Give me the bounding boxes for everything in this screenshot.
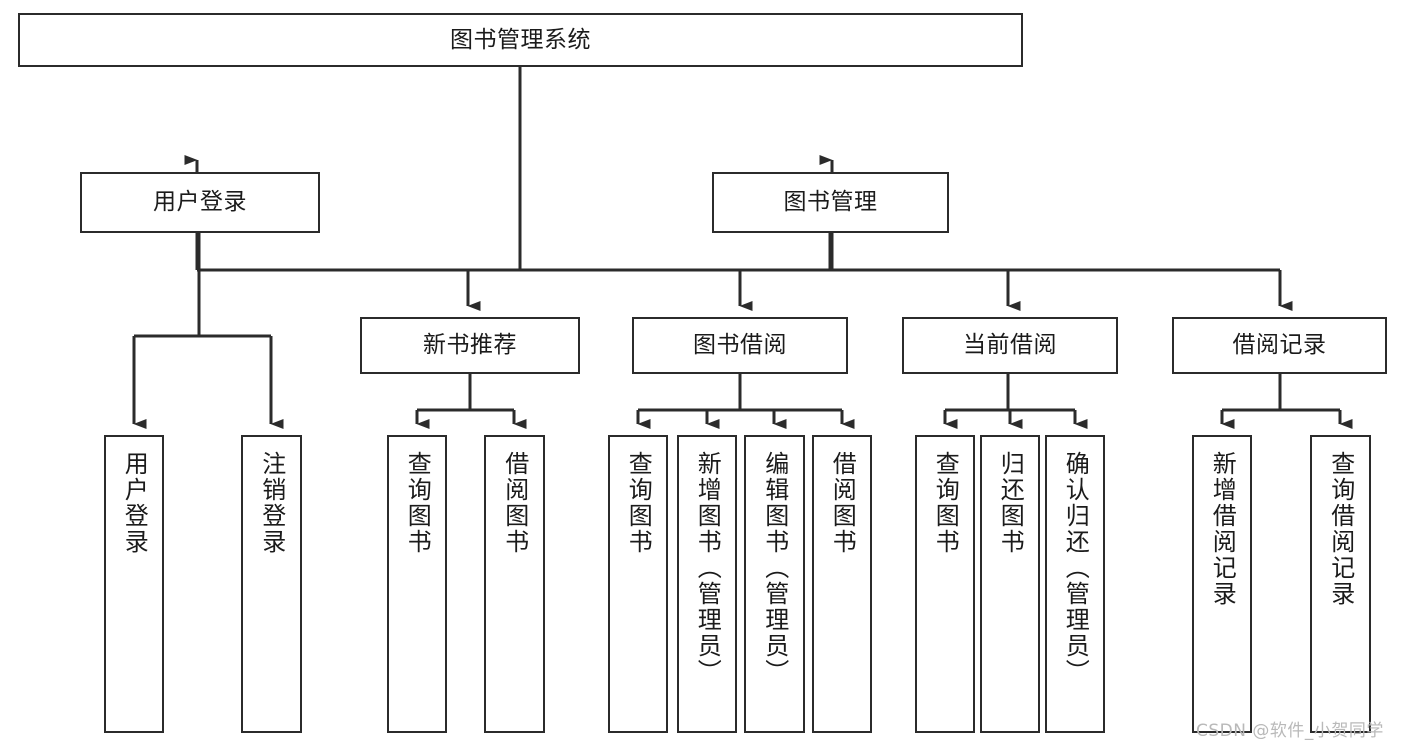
- csdn-watermark: CSDN @软件_小贺同学: [1196, 721, 1384, 741]
- leaf-query-book-current-label: 查询图书: [931, 451, 960, 555]
- leaf-logout-label: 注销登录: [257, 451, 286, 555]
- leaf-confirm-return[interactable]: 确认归还（管理员）: [1045, 435, 1105, 733]
- node-borrow-record-label: 借阅记录: [1232, 332, 1327, 359]
- leaf-query-book-rec[interactable]: 查询图书: [387, 435, 447, 733]
- node-root[interactable]: 图书管理系统: [18, 13, 1023, 67]
- leaf-add-record-label: 新增借阅记录: [1208, 451, 1237, 607]
- leaf-return-book-label: 归还图书: [996, 451, 1025, 555]
- leaf-query-record-label: 查询借阅记录: [1326, 451, 1355, 607]
- leaf-borrow-book-rec-label: 借阅图书: [500, 451, 529, 555]
- node-book-manage[interactable]: 图书管理: [712, 172, 949, 233]
- leaf-add-book[interactable]: 新增图书（管理员）: [677, 435, 737, 733]
- leaf-edit-book[interactable]: 编辑图书（管理员）: [744, 435, 805, 733]
- leaf-add-book-label: 新增图书（管理员）: [693, 451, 722, 685]
- node-current-borrow[interactable]: 当前借阅: [902, 317, 1118, 374]
- node-book-borrow-label: 图书借阅: [693, 332, 787, 359]
- node-user-login[interactable]: 用户登录: [80, 172, 320, 233]
- leaf-borrow-book[interactable]: 借阅图书: [812, 435, 872, 733]
- leaf-borrow-book-label: 借阅图书: [828, 451, 857, 555]
- node-book-borrow[interactable]: 图书借阅: [632, 317, 848, 374]
- leaf-logout[interactable]: 注销登录: [241, 435, 302, 733]
- leaf-confirm-return-label: 确认归还（管理员）: [1061, 451, 1090, 685]
- node-current-borrow-label: 当前借阅: [963, 332, 1057, 359]
- leaf-borrow-book-rec[interactable]: 借阅图书: [484, 435, 545, 733]
- node-user-login-label: 用户登录: [153, 189, 247, 216]
- leaf-query-book-rec-label: 查询图书: [403, 451, 432, 555]
- leaf-query-book-borrow-label: 查询图书: [624, 451, 653, 555]
- node-borrow-record[interactable]: 借阅记录: [1172, 317, 1387, 374]
- leaf-add-record[interactable]: 新增借阅记录: [1192, 435, 1252, 733]
- leaf-query-book-borrow[interactable]: 查询图书: [608, 435, 668, 733]
- node-book-manage-label: 图书管理: [783, 189, 878, 216]
- leaf-edit-book-label: 编辑图书（管理员）: [760, 451, 789, 685]
- leaf-user-login[interactable]: 用户登录: [104, 435, 164, 733]
- leaf-user-login-label: 用户登录: [120, 451, 149, 555]
- leaf-query-book-current[interactable]: 查询图书: [915, 435, 975, 733]
- node-new-book-recommend-label: 新书推荐: [423, 332, 517, 359]
- leaf-return-book[interactable]: 归还图书: [980, 435, 1040, 733]
- leaf-query-record[interactable]: 查询借阅记录: [1310, 435, 1371, 733]
- node-root-label: 图书管理系统: [450, 26, 591, 53]
- node-new-book-recommend[interactable]: 新书推荐: [360, 317, 580, 374]
